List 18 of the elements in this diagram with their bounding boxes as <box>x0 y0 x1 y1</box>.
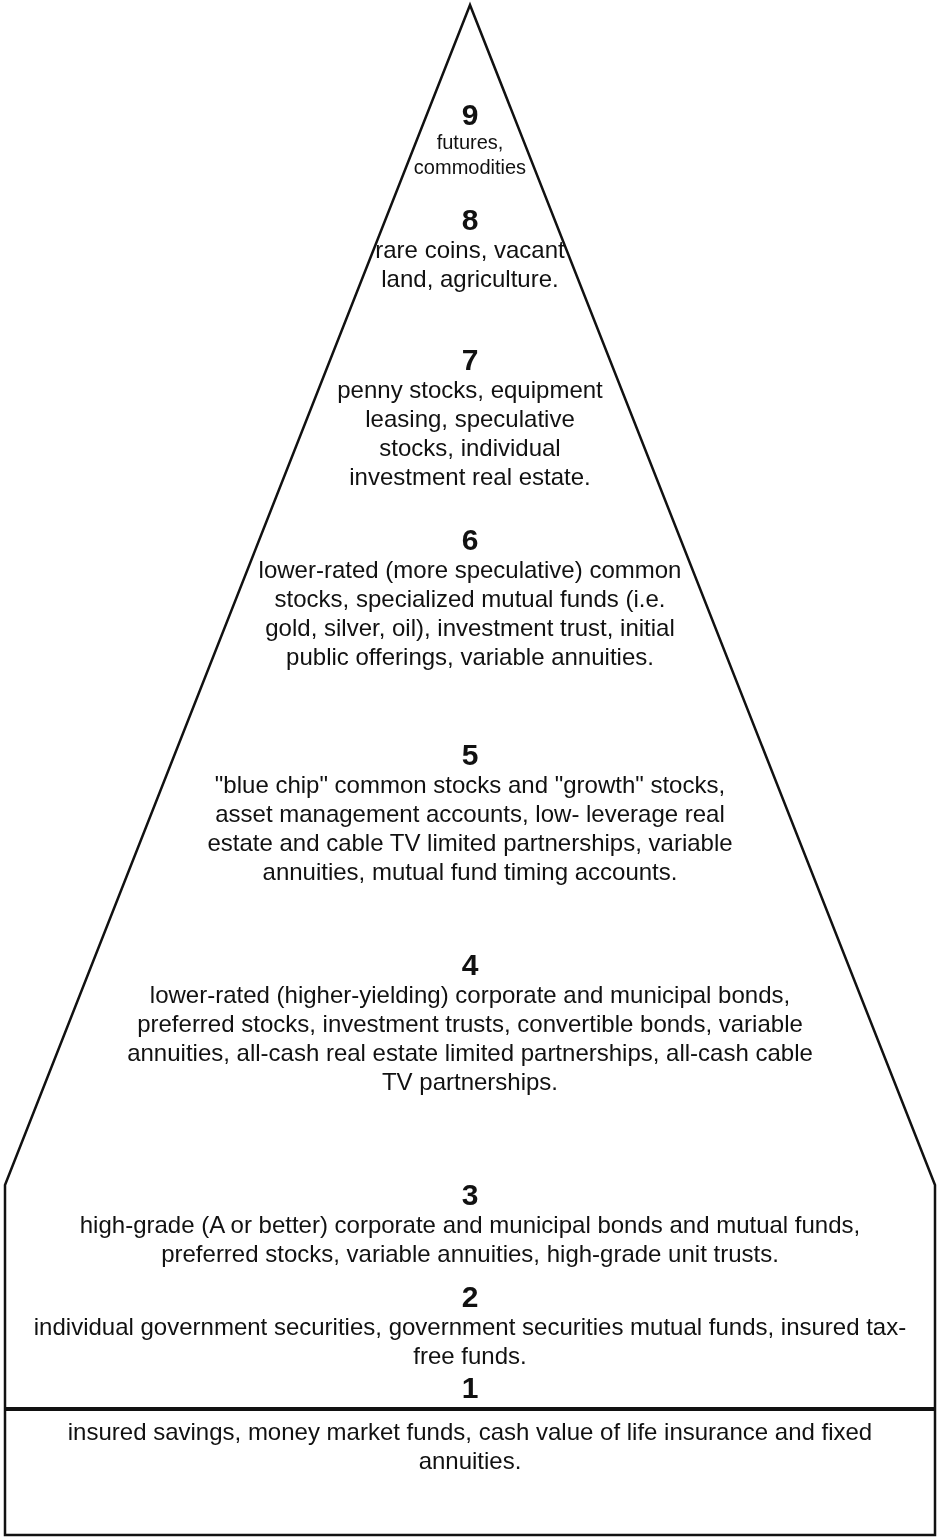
tier-number: 1 <box>461 1373 479 1403</box>
tier-description: futures, commodities <box>412 130 528 180</box>
tier-description: lower-rated (more speculative) common stocks, specialized mutual funds (i.e. gold, silver, oil), investment trust, initial public offerings, variable annuities. <box>257 555 683 671</box>
tier-description: penny stocks, equipment leasing, speculative stocks, individual investment real estate. <box>336 375 604 491</box>
tier-description: rare coins, vacant land, agriculture. <box>374 235 566 293</box>
tier-number: 2 <box>461 1282 479 1312</box>
tier-description: lower-rated (higher-yielding) corporate and municipal bonds, preferred stocks, investment trusts, convertible bonds, variable annuities, all-cash real estate limited partnerships, all-cash cable TV partnerships. <box>126 980 814 1096</box>
tier-number: 5 <box>461 740 479 770</box>
tier-number: 6 <box>461 525 479 555</box>
tier-number: 8 <box>461 205 479 235</box>
tier-description: insured savings, money market funds, cash value of life insurance and fixed annuities. <box>66 1417 874 1475</box>
tier-number: 9 <box>461 100 479 130</box>
tier-description: individual government securities, government securities mutual funds, insured tax-free funds. <box>32 1312 908 1370</box>
tier-number: 3 <box>461 1180 479 1210</box>
tier-number: 7 <box>461 345 479 375</box>
tier-description: high-grade (A or better) corporate and municipal bonds and mutual funds, preferred stocks, variable annuities, high-grade unit trusts. <box>78 1210 862 1268</box>
tier-number: 4 <box>461 950 479 980</box>
tier-description: "blue chip" common stocks and "growth" stocks, asset management accounts, low- leverage real estate and cable TV limited partnerships, variable annuities, mutual fund timing accounts. <box>206 770 734 886</box>
